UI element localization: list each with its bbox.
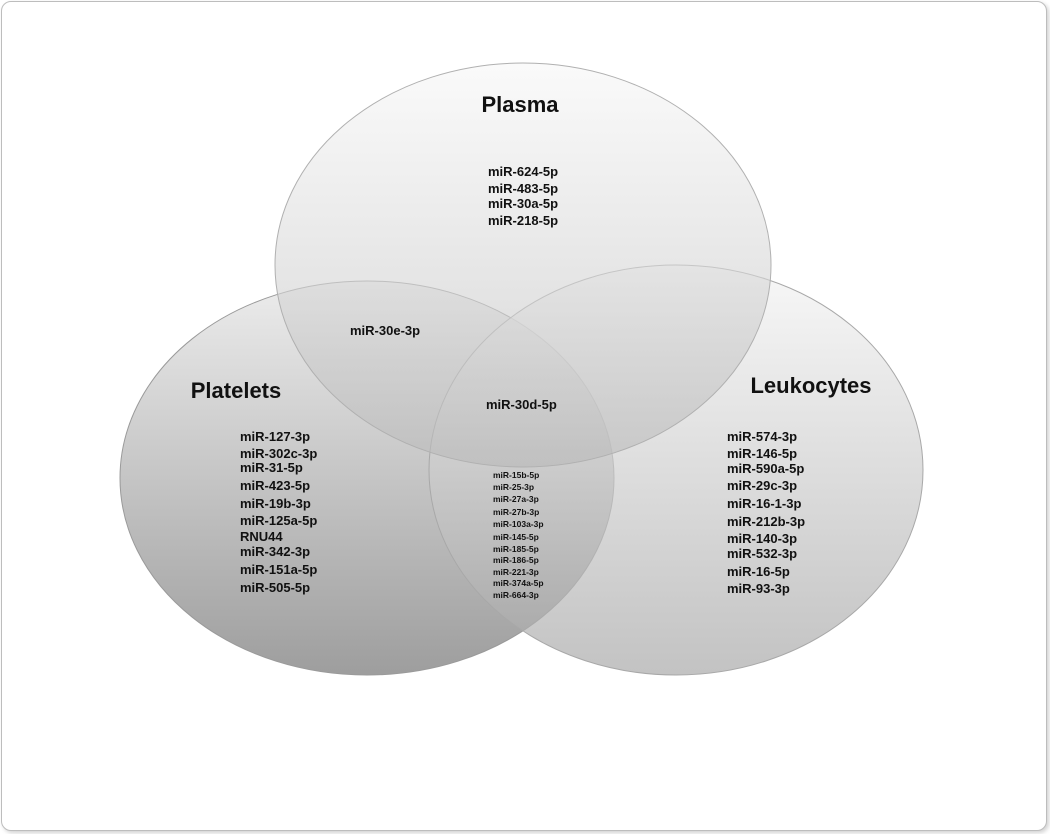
platelets-title: Platelets: [191, 378, 282, 403]
gene-label: miR-16-5p: [727, 564, 790, 579]
gene-label: miR-25-3p: [493, 482, 534, 492]
gene-label: miR-27b-3p: [493, 507, 539, 517]
gene-label: miR-505-5p: [240, 580, 310, 595]
gene-label: RNU44: [240, 529, 283, 544]
gene-label: miR-30a-5p: [488, 196, 558, 211]
gene-label: miR-423-5p: [240, 478, 310, 493]
gene-label: miR-103a-3p: [493, 519, 544, 529]
gene-label: miR-212b-3p: [727, 514, 805, 529]
leukocytes-only-list: miR-574-3p miR-146-5p miR-590a-5p miR-29…: [727, 429, 805, 596]
gene-label: miR-29c-3p: [727, 478, 797, 493]
gene-label: miR-93-3p: [727, 581, 790, 596]
gene-label: miR-532-3p: [727, 546, 797, 561]
gene-label: miR-374a-5p: [493, 578, 544, 588]
leukocytes-title: Leukocytes: [750, 373, 871, 398]
gene-label: miR-16-1-3p: [727, 496, 801, 511]
plasma-title: Plasma: [481, 92, 559, 117]
gene-label: miR-342-3p: [240, 544, 310, 559]
gene-label: miR-27a-3p: [493, 494, 539, 504]
gene-label: miR-15b-5p: [493, 470, 539, 480]
gene-label: miR-664-3p: [493, 590, 539, 600]
gene-label: miR-140-3p: [727, 531, 797, 546]
gene-label: miR-151a-5p: [240, 562, 317, 577]
gene-label: miR-218-5p: [488, 213, 558, 228]
platelets-only-list: miR-127-3p miR-302c-3p miR-31-5p miR-423…: [240, 429, 317, 595]
gene-label: miR-186-5p: [493, 555, 539, 565]
gene-label: miR-125a-5p: [240, 513, 317, 528]
plasma-only-list: miR-624-5p miR-483-5p miR-30a-5p miR-218…: [488, 164, 558, 228]
gene-label: miR-221-3p: [493, 567, 539, 577]
gene-label: miR-302c-3p: [240, 446, 317, 461]
gene-label: miR-590a-5p: [727, 461, 804, 476]
all-three-gene: miR-30d-5p: [486, 397, 557, 412]
gene-label: miR-146-5p: [727, 446, 797, 461]
plasma-platelets-gene: miR-30e-3p: [350, 323, 420, 338]
gene-label: miR-574-3p: [727, 429, 797, 444]
gene-label: miR-185-5p: [493, 544, 539, 554]
gene-label: miR-19b-3p: [240, 496, 311, 511]
gene-label: miR-483-5p: [488, 181, 558, 196]
gene-label: miR-145-5p: [493, 532, 539, 542]
gene-label: miR-127-3p: [240, 429, 310, 444]
gene-label: miR-624-5p: [488, 164, 558, 179]
gene-label: miR-31-5p: [240, 460, 303, 475]
platelets-leukocytes-list: miR-15b-5p miR-25-3p miR-27a-3p miR-27b-…: [493, 470, 544, 600]
plasma-circle: [274, 62, 772, 468]
